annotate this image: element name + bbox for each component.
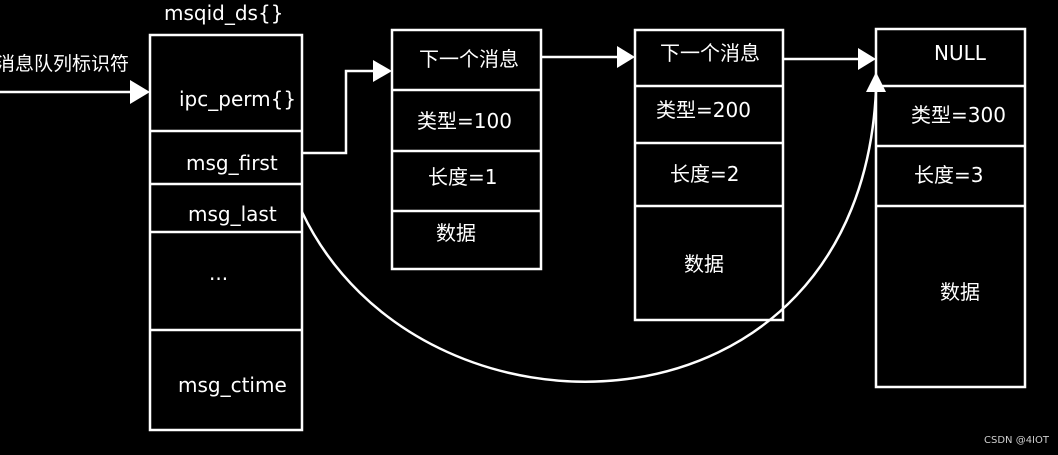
message-2-data: 数据 — [684, 252, 724, 276]
message-2-type: 类型=200 — [656, 98, 751, 122]
message-2-length: 长度=2 — [670, 162, 739, 186]
watermark: CSDN @4IOT — [984, 435, 1050, 446]
field-msg-last: msg_last — [188, 202, 277, 226]
message-node-3: NULL 类型=300 长度=3 数据 — [874, 27, 1027, 389]
field-msg-ctime: msg_ctime — [178, 373, 287, 397]
message-1-next: 下一个消息 — [419, 47, 519, 71]
message-2-next: 下一个消息 — [660, 41, 760, 65]
msg-last-arrowhead — [866, 72, 886, 92]
field-ipc-perm: ipc_perm{} — [179, 87, 296, 111]
msqid-title: msqid_ds{} — [164, 1, 283, 25]
message-1-type: 类型=100 — [417, 109, 512, 133]
queue-id-arrowhead — [130, 80, 150, 104]
msg-last-link — [300, 89, 878, 383]
message-node-1: 下一个消息 类型=100 长度=1 数据 — [390, 28, 543, 271]
msqid-struct: ipc_perm{} msg_first msg_last ... msg_ct… — [148, 33, 304, 432]
queue-id-label: 消息队列标识符 — [0, 53, 129, 75]
message-3-null: NULL — [934, 41, 987, 65]
message-3-type: 类型=300 — [911, 103, 1006, 127]
next-arrowhead-1-2 — [617, 46, 635, 68]
message-1-length: 长度=1 — [428, 165, 497, 189]
msg-first-link — [302, 69, 376, 155]
message-3-data: 数据 — [940, 280, 980, 304]
message-1-data: 数据 — [436, 221, 476, 245]
message-3-length: 长度=3 — [914, 163, 983, 187]
message-node-2: 下一个消息 类型=200 长度=2 数据 — [633, 28, 785, 322]
msg-first-arrowhead — [373, 60, 392, 82]
field-ellipsis: ... — [209, 261, 228, 285]
field-msg-first: msg_first — [186, 151, 278, 175]
next-arrowhead-2-3 — [858, 48, 876, 70]
